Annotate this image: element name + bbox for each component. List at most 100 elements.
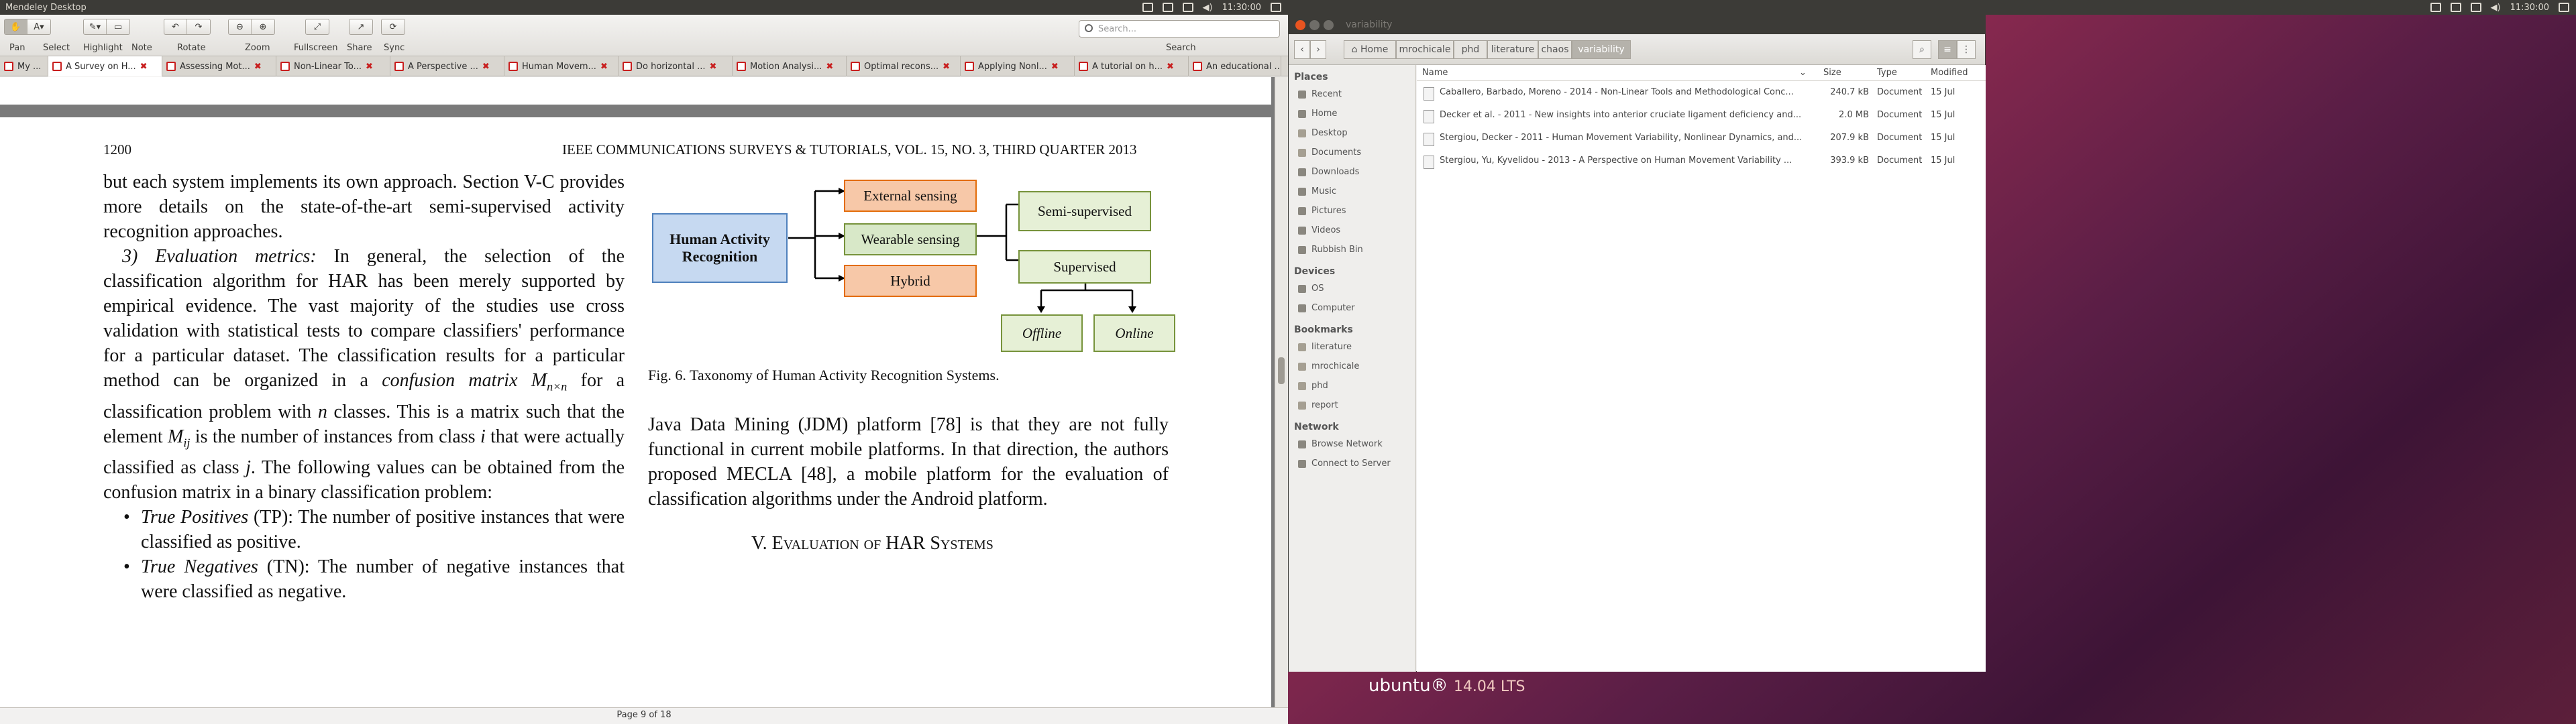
vertical-scrollbar[interactable] [1275,77,1288,707]
sidebar-item-desktop[interactable]: Desktop [1298,128,1348,138]
breadcrumb[interactable]: variability [1572,40,1631,59]
file-name: Decker et al. - 2011 - New insights into… [1440,110,1802,120]
system-menu-icon[interactable] [1271,3,1281,12]
close-tab-icon[interactable]: ✖ [482,61,490,72]
tab-document[interactable]: Do horizontal ...✖ [619,56,733,76]
column-header-size[interactable]: Size [1823,68,1841,78]
breadcrumb[interactable]: phd [1454,40,1487,59]
breadcrumb-home[interactable]: ⌂ Home [1344,40,1396,59]
ubuntu-logo: ubuntu® 14.04 LTS [1368,676,1525,696]
search-button[interactable]: ⌕ [1913,40,1931,59]
sidebar-item-home[interactable]: Home [1298,109,1337,119]
sync-button[interactable]: ⟳ [389,21,397,32]
tab-document[interactable]: A tutorial on h...✖ [1075,56,1189,76]
sidebar-item-bookmark[interactable]: report [1298,400,1338,410]
zoom-in-button[interactable]: ⊕ [259,21,267,32]
fig-node-online: Online [1093,314,1175,352]
grid-view-button[interactable]: ⋮ [1957,40,1976,59]
close-tab-icon[interactable]: ✖ [140,61,148,72]
column-header-type[interactable]: Type [1877,68,1897,78]
zoom-out-button[interactable]: ⊖ [229,19,252,34]
sidebar-item-rubbish[interactable]: Rubbish Bin [1298,245,1363,255]
running-header: IEEE COMMUNICATIONS SURVEYS & TUTORIALS,… [562,141,1137,158]
close-tab-icon[interactable]: ✖ [826,61,834,72]
close-window-icon[interactable] [1295,19,1305,30]
sidebar-item-connect-server[interactable]: Connect to Server [1298,459,1391,469]
sidebar-item-documents[interactable]: Documents [1298,147,1361,158]
tab-document[interactable]: A Survey on H...✖ [48,56,162,76]
clock[interactable]: 11:30:00 [1222,2,1261,13]
search-input[interactable]: Search... [1079,20,1280,38]
volume-icon[interactable]: ◀) [2490,2,2501,13]
forward-button[interactable]: › [1310,40,1326,59]
sidebar-item-bookmark[interactable]: literature [1298,342,1352,352]
page-number: 1200 [103,141,131,158]
close-tab-icon[interactable]: ✖ [1167,61,1174,72]
breadcrumb[interactable]: chaos [1538,40,1572,59]
scrollbar-thumb[interactable] [1278,357,1285,384]
sidebar-item-bookmark[interactable]: phd [1298,381,1328,391]
fullscreen-button[interactable]: ⤢ [313,21,321,32]
tab-document[interactable]: An educational ... [1189,56,1281,76]
share-button[interactable]: ↗ [357,21,365,32]
breadcrumb[interactable]: mrochicale [1396,40,1454,59]
tab-document[interactable]: A Perspective ...✖ [390,56,504,76]
sidebar-item-music[interactable]: Music [1298,186,1336,196]
rotate-left-button[interactable]: ↶ [164,19,187,34]
tab-document[interactable]: Assessing Mot...✖ [162,56,276,76]
system-menu-icon[interactable] [2559,3,2569,12]
sidebar-item-downloads[interactable]: Downloads [1298,167,1359,177]
close-tab-icon[interactable]: ✖ [1051,61,1059,72]
file-row[interactable]: Stergiou, Yu, Kyvelidou - 2013 - A Persp… [1417,149,1986,172]
sidebar-item-recent[interactable]: Recent [1298,89,1342,99]
battery-icon[interactable] [1182,3,1193,12]
keyboard-icon[interactable] [1162,3,1173,12]
keyboard-icon[interactable] [2450,3,2461,12]
pan-button[interactable]: ✋ [5,19,28,34]
file-row[interactable]: Stergiou, Decker - 2011 - Human Movement… [1417,127,1986,149]
network-icon[interactable] [2430,3,2441,12]
close-tab-icon[interactable]: ✖ [366,61,373,72]
maximize-window-icon[interactable] [1324,19,1334,30]
tab-document[interactable]: Human Movem...✖ [504,56,619,76]
battery-icon[interactable] [2470,3,2481,12]
close-tab-icon[interactable]: ✖ [600,61,608,72]
sidebar-item-pictures[interactable]: Pictures [1298,206,1346,216]
tab-document[interactable]: Non-Linear To...✖ [276,56,390,76]
highlight-button[interactable]: ✎▾ [84,19,107,34]
close-tab-icon[interactable]: ✖ [709,61,717,72]
figure-connectors [788,188,1136,313]
close-tab-icon[interactable]: ✖ [254,61,262,72]
sort-chevron-icon[interactable]: ⌄ [1799,68,1807,78]
file-modified: 15 Jul [1931,133,1955,143]
sidebar-item-computer[interactable]: Computer [1298,303,1355,313]
network-icon[interactable] [1142,3,1153,12]
note-button[interactable]: ▭ [113,21,123,32]
breadcrumb[interactable]: literature [1487,40,1538,59]
file-row[interactable]: Decker et al. - 2011 - New insights into… [1417,104,1986,127]
rotate-right-button[interactable]: ↷ [195,21,203,32]
volume-icon[interactable]: ◀) [1202,2,1213,13]
sidebar-item-videos[interactable]: Videos [1298,225,1340,235]
window-titlebar: variability [1289,15,1985,34]
fig-node-external: External sensing [844,180,977,212]
tab-document[interactable]: Optimal recons...✖ [847,56,961,76]
sidebar-item-browse-network[interactable]: Browse Network [1298,439,1383,449]
clock[interactable]: 11:30:00 [2510,2,2549,13]
computer-icon [1298,304,1306,312]
select-button[interactable]: A▾ [34,21,44,32]
tab-my-library[interactable]: My ... [0,56,48,76]
close-tab-icon[interactable]: ✖ [943,61,951,72]
list-view-button[interactable]: ≡ [1938,40,1957,59]
file-row[interactable]: Caballero, Barbado, Moreno - 2014 - Non-… [1417,81,1986,104]
minimize-window-icon[interactable] [1309,19,1320,30]
back-button[interactable]: ‹ [1294,40,1310,59]
column-header-name[interactable]: Name [1422,68,1448,78]
sidebar-item-bookmark[interactable]: mrochicale [1298,361,1359,371]
tab-document[interactable]: Applying Nonl...✖ [961,56,1075,76]
tab-document[interactable]: Motion Analysi...✖ [733,56,847,76]
sidebar-item-os[interactable]: OS [1298,284,1324,294]
pdf-viewer[interactable]: 1200 IEEE COMMUNICATIONS SURVEYS & TUTOR… [0,77,1275,707]
file-size: 2.0 MB [1839,110,1869,120]
column-header-modified[interactable]: Modified [1931,68,1968,78]
